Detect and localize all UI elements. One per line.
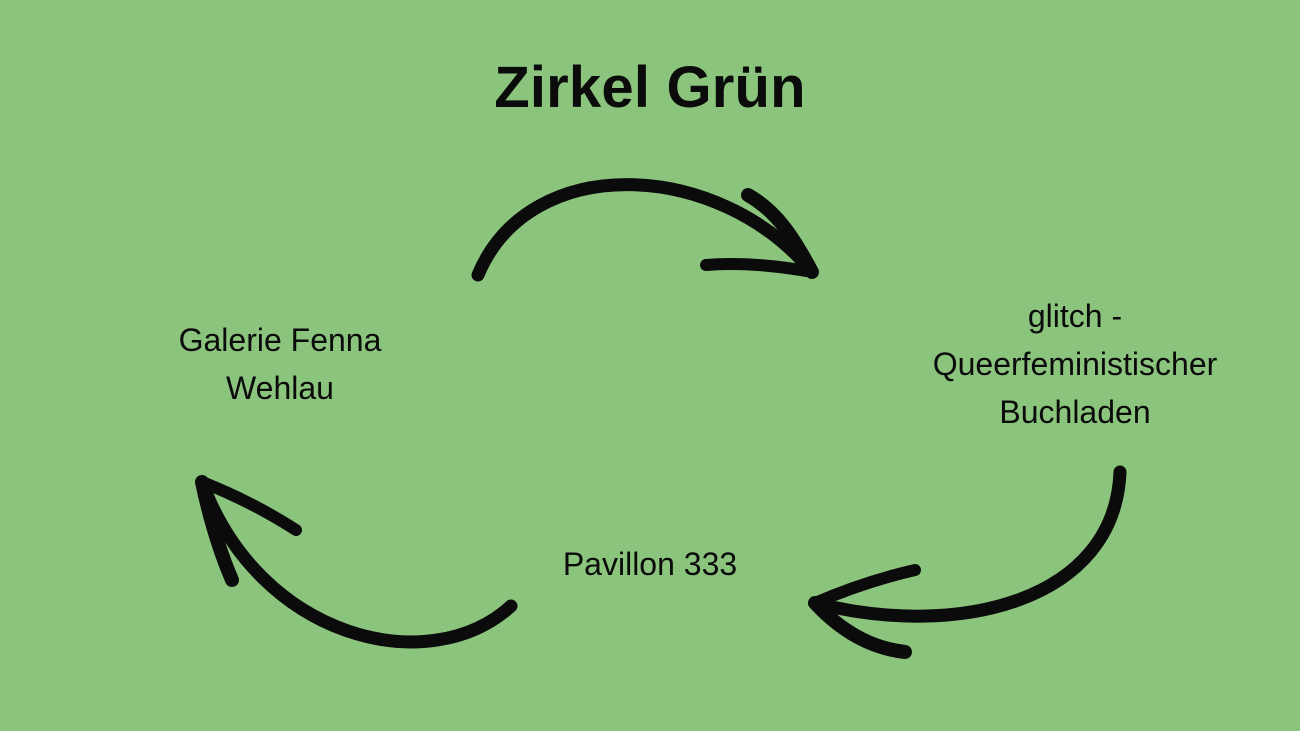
- arrow-galerie-to-glitch-head-lower: [700, 258, 818, 278]
- arrow-galerie-to-glitch: [471, 178, 819, 282]
- arrow-glitch-to-pavillon: [808, 465, 1127, 659]
- arrow-pavillon-to-galerie-head-lower: [195, 475, 239, 587]
- arrow-galerie-to-glitch-head-upper: [741, 188, 819, 279]
- arrow-galerie-to-glitch-shaft: [471, 178, 819, 282]
- node-galerie-fenna-wehlau: Galerie Fenna Wehlau: [178, 322, 382, 406]
- arrow-pavillon-to-galerie-head-upper: [196, 476, 302, 536]
- arrow-glitch-to-pavillon-head-lower: [808, 596, 912, 659]
- arrow-glitch-to-pavillon-head-upper: [809, 564, 921, 609]
- arrow-pavillon-to-galerie: [195, 475, 518, 649]
- node-glitch-buchladen: glitch - Queerfeministischer Buchladen: [932, 298, 1218, 430]
- arrow-pavillon-to-galerie-shaft: [195, 475, 518, 649]
- node-pavillon-333: Pavillon 333: [562, 546, 738, 582]
- diagram-title: Zirkel Grün: [494, 55, 806, 120]
- arrow-glitch-to-pavillon-shaft: [808, 465, 1127, 623]
